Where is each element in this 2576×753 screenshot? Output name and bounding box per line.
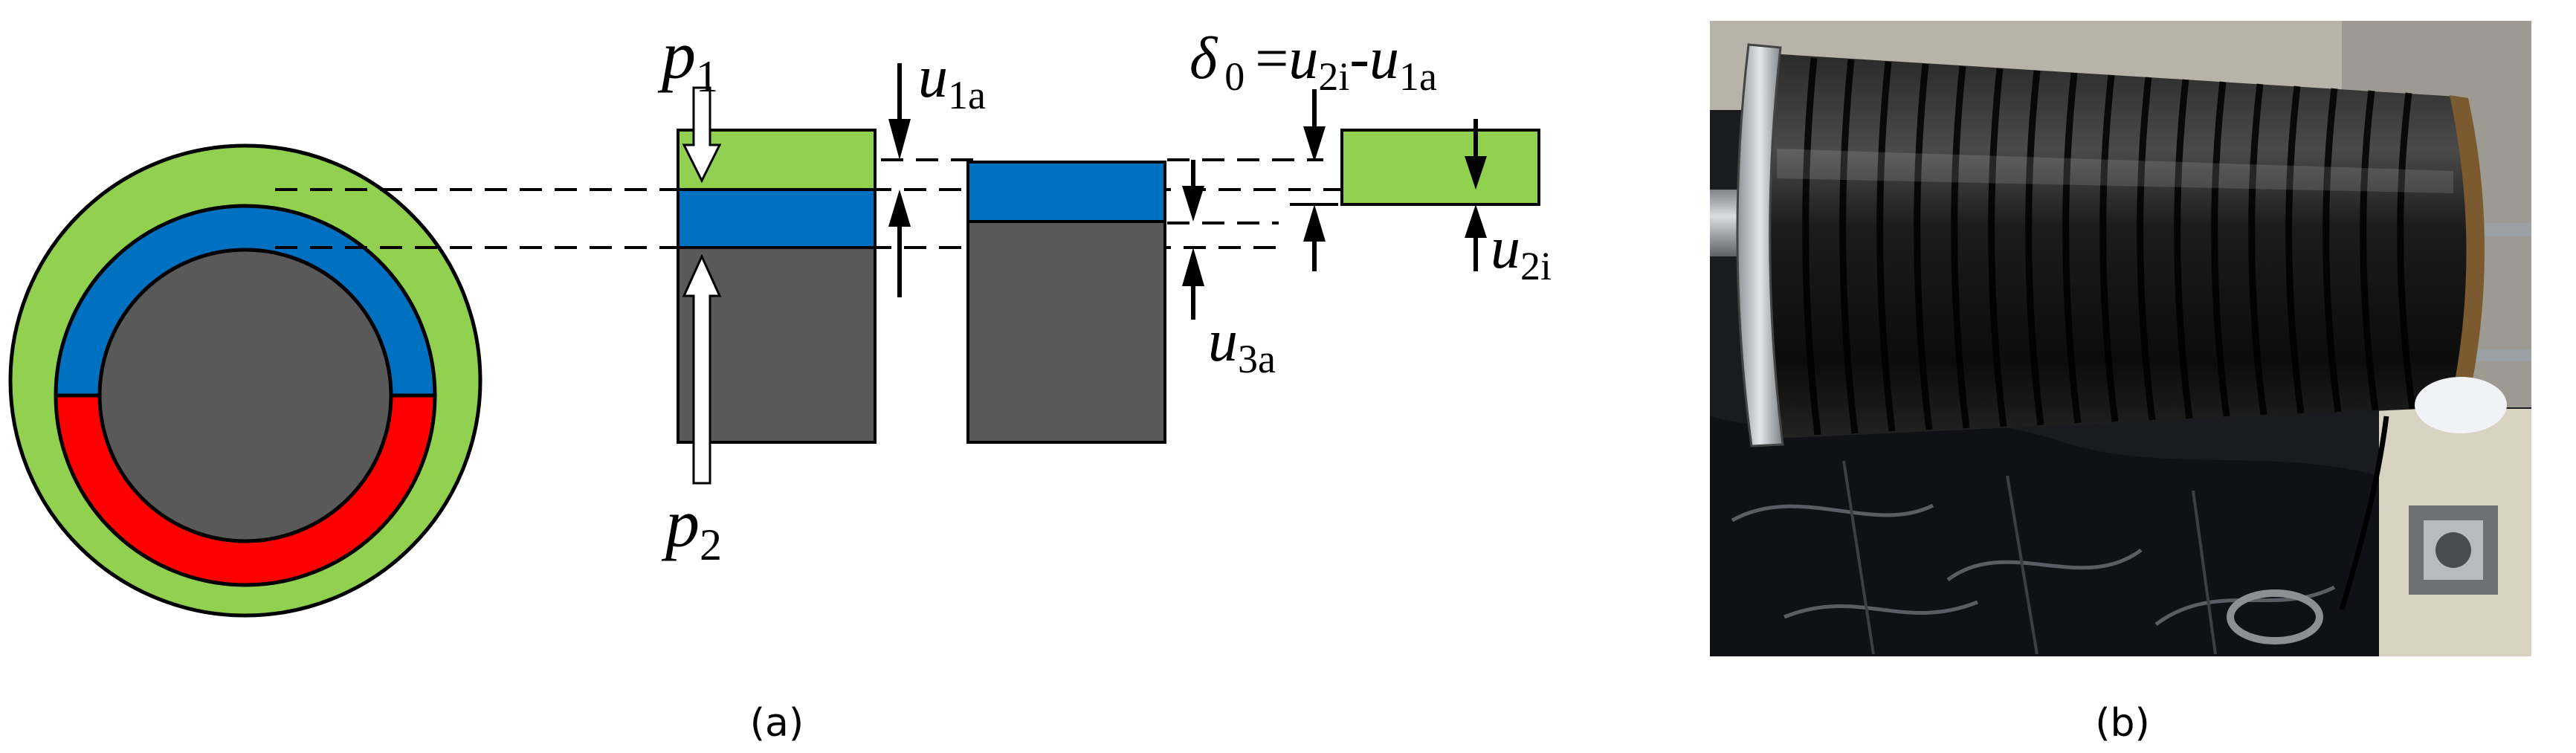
u1a-label: u1a (918, 45, 986, 117)
photo-left-flange (1736, 43, 1784, 447)
photo-rubber-cylinder (1710, 21, 2531, 656)
u3a-up-arrow-icon (1182, 248, 1204, 286)
displacement-arrows (888, 63, 1487, 320)
caption-b: (b) (2095, 701, 2150, 746)
photo-plastic-creases (1842, 460, 2217, 655)
block3-green-sleeve (1340, 129, 1540, 206)
p1-arrow-icon (682, 86, 722, 184)
photo-cylinder-shine (1777, 149, 2453, 193)
u3a-down-arrow-icon (1182, 186, 1204, 222)
u1a-down-arrow-icon (888, 119, 911, 160)
block2-dark-layer (966, 220, 1166, 444)
p2-label: p2 (661, 485, 722, 569)
cross-section-diagram (8, 143, 482, 618)
block2-blue-layer (966, 161, 1166, 223)
inner-core-circle (97, 248, 393, 543)
photo-right-end-ring (2450, 95, 2485, 409)
p1-label: p1 (657, 17, 718, 101)
photo-cylinder-grooves (1802, 57, 2416, 436)
delta-down-arrow-icon (1303, 126, 1326, 162)
block1-blue-layer (677, 188, 877, 249)
photo-white-object (2415, 377, 2507, 433)
u1a-up-arrow-icon (888, 190, 911, 227)
u2i-label: u2i (1491, 216, 1552, 288)
block-assembled (677, 129, 877, 444)
u2i-up-arrow-icon (1465, 204, 1487, 238)
p2-arrow-icon (682, 253, 722, 485)
delta-up-arrow-icon (1303, 204, 1326, 242)
photo-plastic-folds (1710, 416, 2379, 656)
photo-plastic-highlights (1731, 503, 2336, 627)
u2i-down-arrow-icon (1465, 156, 1487, 190)
pressure-arrows (682, 86, 722, 485)
u3a-label: u3a (1208, 308, 1276, 381)
photo-machinery-bottom (2227, 505, 2498, 644)
block-inner-parts (966, 161, 1166, 444)
caption-a: (a) (750, 701, 804, 746)
photo-cable (2339, 416, 2389, 611)
